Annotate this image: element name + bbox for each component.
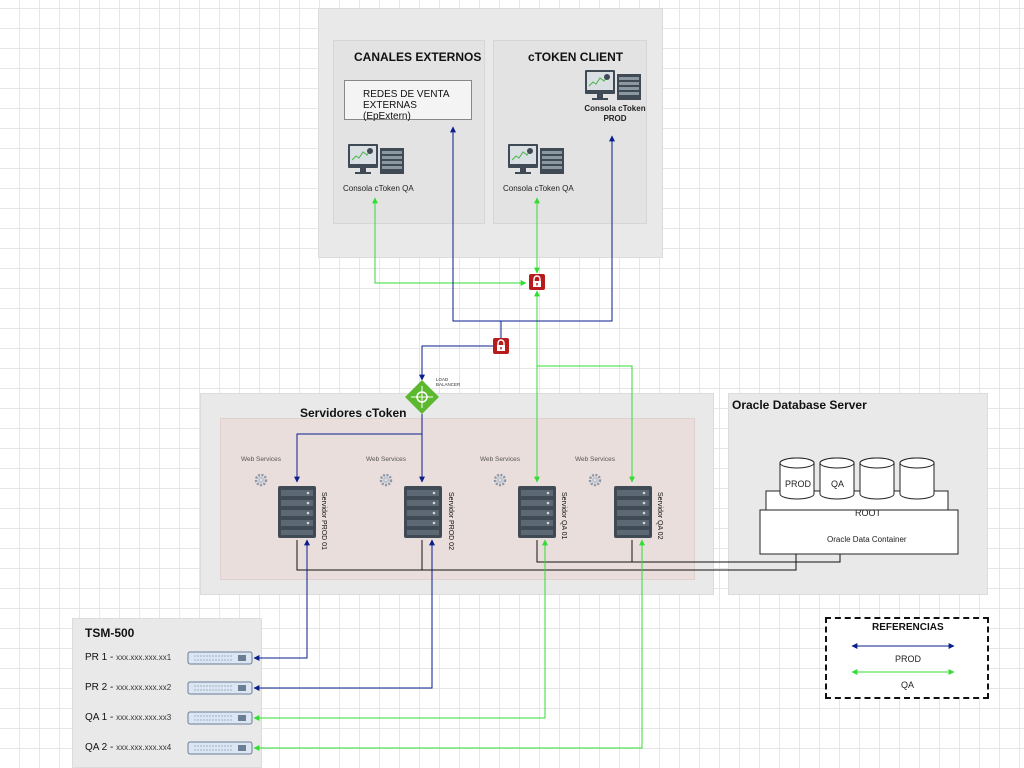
server-qa01-label: Servidor QA 01: [560, 492, 567, 540]
server-qa02-icon[interactable]: [614, 486, 652, 538]
legend-box: [825, 617, 989, 699]
wire-prod-lb-prod01: [294, 414, 423, 483]
web-services-gear-icon-2: [379, 473, 393, 487]
oracle-root-label: ROOT: [855, 508, 881, 518]
server-prod01-icon[interactable]: [278, 486, 316, 538]
tsm-qa1-label: QA 1 - xxx.xxx.xxx.xx3: [85, 712, 172, 723]
lock-prod-icon[interactable]: [492, 337, 510, 355]
oracle-qa-label: QA: [831, 479, 845, 489]
wire-qa-lock-qa02: [537, 365, 635, 483]
oracle-database-icon[interactable]: [759, 457, 959, 555]
client-console-prod-label: Consola cToken PROD: [584, 104, 646, 123]
server-qa01-icon[interactable]: [518, 486, 556, 538]
legend-qa-label: QA: [901, 680, 915, 690]
oracle-db3-icon: [859, 457, 895, 500]
wire-prod-clients: [450, 126, 615, 322]
server-prod02-label: Servidor PROD 02: [447, 492, 454, 550]
tsm-pr1-device-icon[interactable]: [187, 651, 253, 665]
web-services-label-3: Web Services: [480, 456, 520, 463]
web-services-label-1: Web Services: [241, 456, 281, 463]
server-prod02-icon[interactable]: [404, 486, 442, 538]
console-qa-client-icon[interactable]: [507, 143, 565, 175]
oracle-prod-label: PROD: [785, 479, 812, 489]
server-qa02-label: Servidor QA 02: [656, 492, 663, 540]
wire-qa01-tsm-qa1: [253, 539, 548, 721]
tsm-title: TSM-500: [85, 626, 135, 640]
legend-title: REFERENCIAS: [872, 622, 944, 633]
web-services-gear-icon-3: [493, 473, 507, 487]
wire-qa02-tsm-qa2: [253, 539, 645, 751]
wire-prod02-tsm-pr2: [253, 539, 435, 691]
redes-venta-label: REDES DE VENTA EXTERNAS (EpExtern): [363, 89, 449, 122]
ctoken-client-title: cTOKEN CLIENT: [528, 50, 624, 64]
lock-qa-icon[interactable]: [528, 273, 546, 291]
tsm-pr1-label: PR 1 - xxx.xxx.xxx.xx1: [85, 652, 172, 663]
server-prod01-label: Servidor PROD 01: [320, 492, 327, 550]
legend-prod-label: PROD: [895, 654, 922, 664]
canales-console-qa-label: Consola cToken QA: [343, 184, 414, 193]
oracle-db4-icon: [899, 457, 935, 500]
web-services-gear-icon-1: [254, 473, 268, 487]
load-balancer-icon[interactable]: [405, 380, 439, 414]
wire-qa-canales-lock: [372, 197, 527, 286]
servidores-title: Servidores cToken: [300, 406, 407, 420]
console-qa-canales-icon[interactable]: [347, 143, 405, 175]
wire-prod01-tsm-pr1: [253, 539, 310, 661]
tsm-qa1-device-icon[interactable]: [187, 711, 253, 725]
web-services-label-4: Web Services: [575, 456, 615, 463]
web-services-label-2: Web Services: [366, 456, 406, 463]
load-balancer-label: LOAD BALANCER: [436, 377, 461, 387]
redes-venta-box[interactable]: REDES DE VENTA EXTERNAS (EpExtern): [344, 80, 472, 122]
client-console-qa-label: Consola cToken QA: [503, 184, 574, 193]
web-services-gear-icon-4: [588, 473, 602, 487]
console-prod-client-icon[interactable]: [584, 69, 642, 101]
oracle-title: Oracle Database Server: [732, 398, 867, 412]
tsm-qa2-device-icon[interactable]: [187, 741, 253, 755]
tsm-pr2-device-icon[interactable]: [187, 681, 253, 695]
tsm-pr2-label: PR 2 - xxx.xxx.xxx.xx2: [85, 682, 172, 693]
tsm-qa2-label: QA 2 - xxx.xxx.xxx.xx4: [85, 742, 172, 753]
wire-prod-lock-lb: [419, 345, 493, 381]
oracle-container-label: Oracle Data Container: [827, 535, 907, 544]
canales-externos-title: CANALES EXTERNOS: [354, 50, 482, 64]
